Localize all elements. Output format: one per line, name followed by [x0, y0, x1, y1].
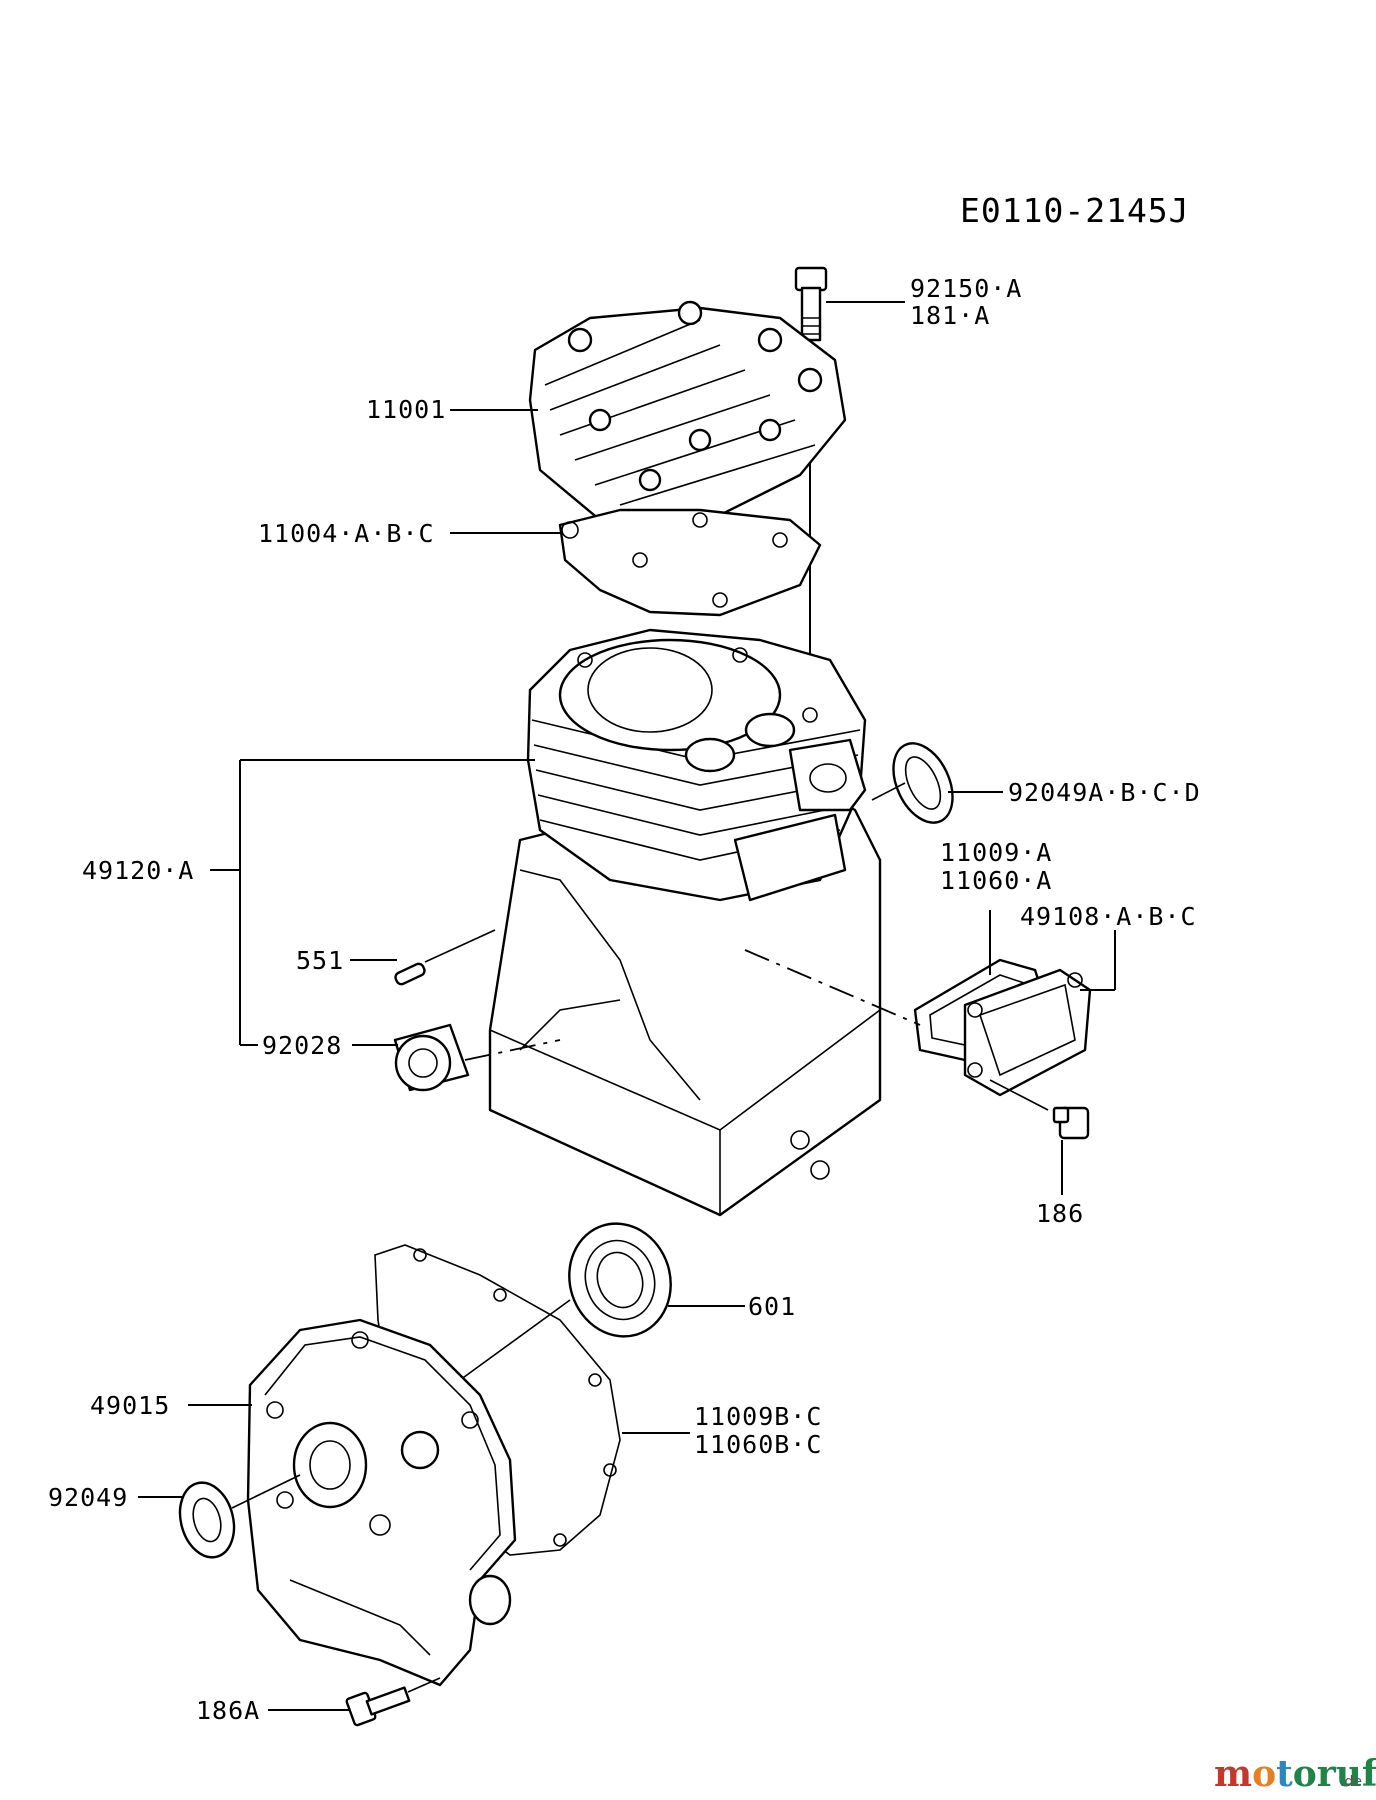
- head-gasket-11004: [558, 508, 822, 617]
- label-11060A: 11060·A: [940, 866, 1052, 895]
- label-49015: 49015: [90, 1391, 170, 1420]
- label-49120: 49120·A: [82, 856, 194, 885]
- bolt-186A: [345, 1686, 411, 1727]
- label-11009A: 11009·A: [940, 838, 1052, 867]
- label-92049: 92049: [48, 1483, 128, 1512]
- label-181: 181·A: [910, 301, 990, 330]
- label-92028: 92028: [262, 1031, 342, 1060]
- label-601: 601: [748, 1292, 796, 1321]
- dowel-pin-551: [394, 962, 426, 986]
- diagram-code: E0110-2145J: [960, 191, 1190, 230]
- label-11009B: 11009B·C: [694, 1402, 822, 1431]
- label-92049A: 92049A·B·C·D: [1008, 778, 1201, 807]
- watermark-text: motoruf: [1214, 1753, 1376, 1795]
- label-11001: 11001: [366, 395, 446, 424]
- watermark-suffix: .de: [1340, 1774, 1362, 1790]
- bushing-92028: [393, 1023, 470, 1092]
- label-186: 186: [1036, 1199, 1084, 1228]
- label-186A: 186A: [196, 1696, 260, 1725]
- bolt-92150: [794, 266, 828, 342]
- oil-seal-92049: [178, 1481, 236, 1559]
- label-92150: 92150·A: [910, 274, 1022, 303]
- label-11004: 11004·A·B·C: [258, 519, 435, 548]
- oil-seal-92049A: [892, 742, 954, 824]
- bolt-186: [1052, 1106, 1090, 1140]
- ball-bearing-601: [568, 1222, 672, 1338]
- crankcase-cover-49015: [246, 1318, 517, 1687]
- cylinder-block-49120: [488, 628, 882, 1217]
- breather-cover-49108: [963, 968, 1092, 1097]
- watermark-logo: motoruf .de: [1214, 1753, 1376, 1795]
- label-551: 551: [296, 946, 344, 975]
- label-11060B: 11060B·C: [694, 1430, 822, 1459]
- label-49108: 49108·A·B·C: [1020, 902, 1197, 931]
- cylinder-head-11001: [528, 300, 847, 527]
